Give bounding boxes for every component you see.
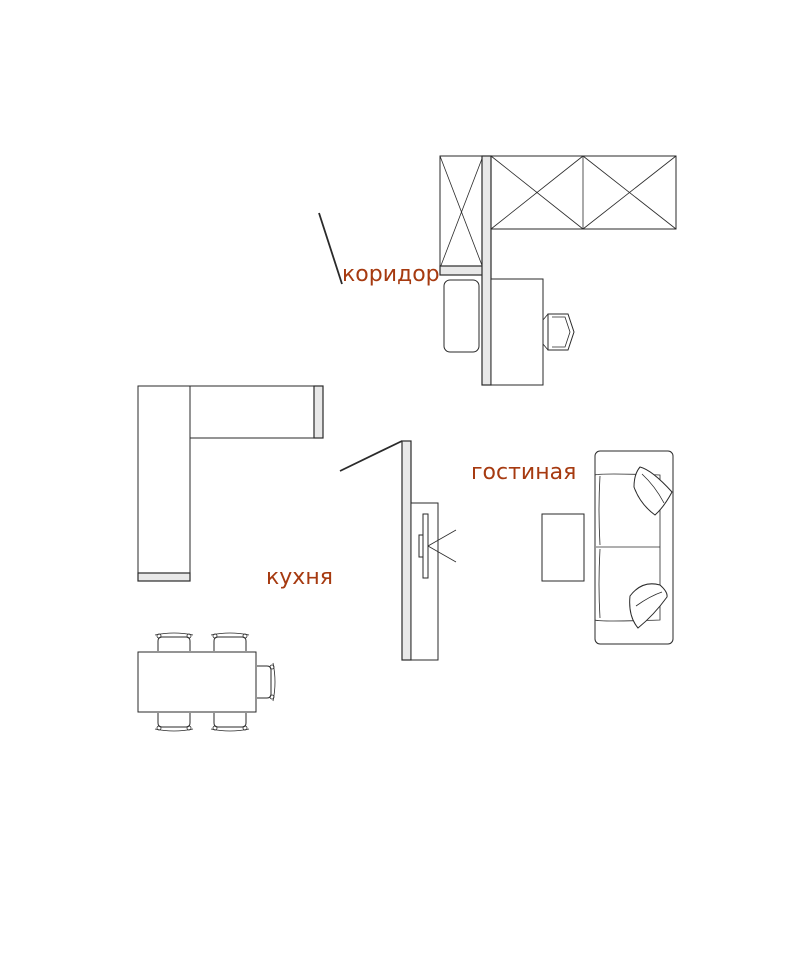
dining-chair xyxy=(210,632,250,651)
corridor-partition-wall xyxy=(481,155,492,386)
corridor-chair xyxy=(542,313,575,351)
sofa-cushion-icon xyxy=(633,466,673,516)
wardrobe-shelf xyxy=(439,265,484,276)
sofa-cushion-icon xyxy=(629,583,668,629)
room-label-living: гостиная xyxy=(471,460,577,485)
room-label-kitchen: кухня xyxy=(266,565,333,590)
kitchen-door-line xyxy=(339,440,403,472)
room-label-corridor: коридор xyxy=(342,262,440,287)
dining-chair xyxy=(210,713,250,732)
corridor-wardrobe-vertical xyxy=(439,155,484,269)
corridor-desk xyxy=(490,278,544,386)
corridor-wardrobe-horizontal xyxy=(490,155,677,230)
tv-icon xyxy=(418,513,457,579)
corridor-bench xyxy=(443,279,480,353)
kitchen-counter xyxy=(137,385,324,582)
coffee-table xyxy=(541,513,585,582)
dining-chair xyxy=(154,632,194,651)
corridor-door-line xyxy=(318,212,343,285)
living-partition-wall xyxy=(401,440,412,661)
dining-table xyxy=(137,651,257,713)
dining-chair xyxy=(257,662,276,702)
dining-chair xyxy=(154,713,194,732)
